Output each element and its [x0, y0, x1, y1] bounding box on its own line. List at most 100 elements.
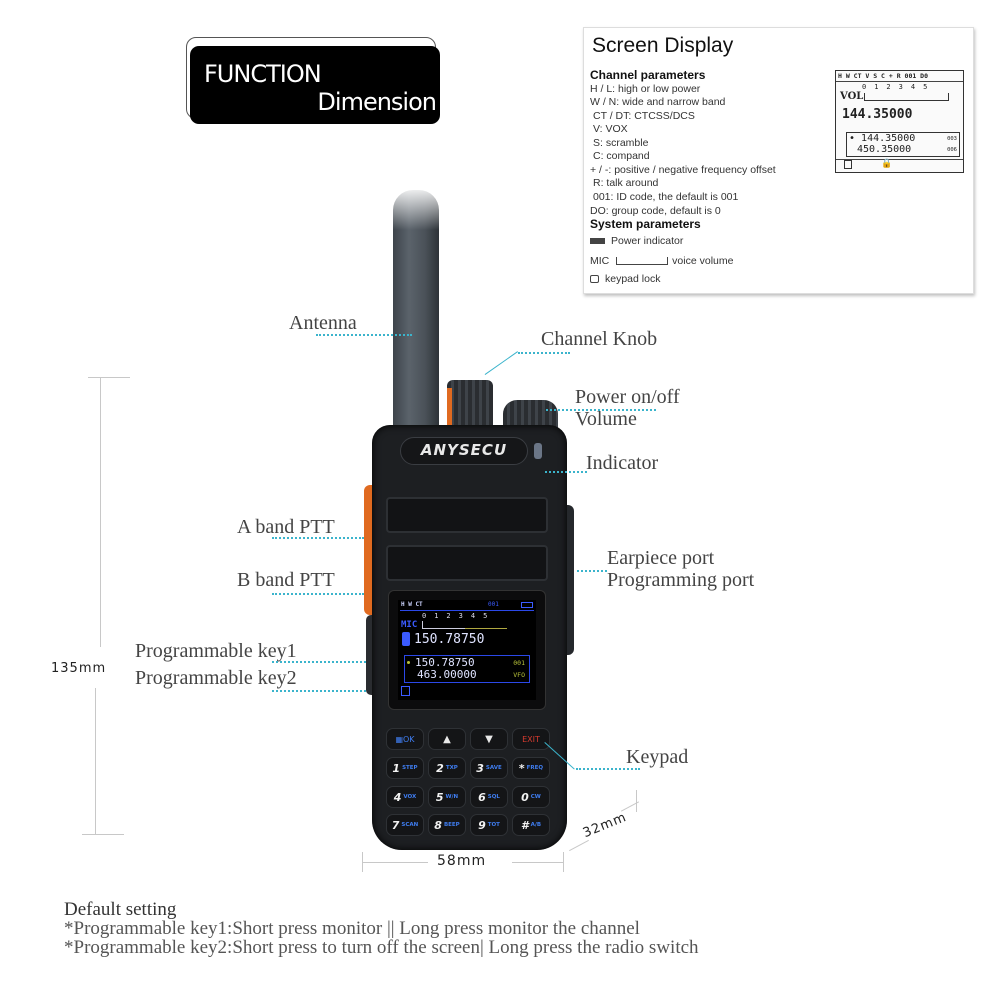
mic-scale-icon [616, 257, 669, 266]
programmable-side-keys [366, 615, 376, 695]
mic-level-bar [422, 621, 507, 629]
lcd-status-row: H W CT V S C + R 001 D0 [838, 72, 929, 80]
channel-param-item: V: VOX [593, 123, 628, 135]
mic-volume-row: MIC voice volume [590, 255, 734, 267]
radio-freq-b: 463.00000 [417, 668, 477, 681]
lock-icon [590, 275, 599, 284]
label-indicator: Indicator [586, 452, 659, 474]
radio-screen-divider [400, 610, 534, 611]
key-down: ▼ [470, 728, 508, 750]
dim-width-label: 58mm [437, 853, 487, 869]
lcd-channel-box: • 144.35000 450.35000 003 006 [846, 132, 960, 157]
lcd-vol-label: VOL [840, 91, 864, 102]
default-setting-key2: *Programmable key2:Short press to turn o… [64, 937, 699, 958]
dim-width-line-left [362, 862, 428, 863]
system-parameters-heading: System parameters [590, 217, 701, 231]
leader-prog-key1 [272, 661, 366, 663]
leader-b-band-ptt [272, 593, 364, 595]
radio-screen-scale: 012345 [422, 612, 496, 620]
channel-param-item: DO: group code, default is 0 [590, 205, 721, 217]
leader-channel-knob-diag [484, 351, 518, 375]
brand-logo: ANYSECU [420, 441, 508, 459]
leader-prog-key2 [272, 690, 366, 692]
label-b-band-ptt: B band PTT [237, 569, 335, 591]
lcd-bottom-divider [836, 159, 963, 160]
label-power-onoff: Power on/off [575, 386, 680, 408]
label-programming-port: Programming port [607, 569, 755, 591]
key-hash: #A/B [512, 814, 550, 836]
radio-antenna [393, 190, 439, 430]
lcd-card-icon [844, 160, 852, 169]
channel-param-item: H / L: high or low power [590, 83, 701, 95]
channel-param-item: C: compand [593, 150, 650, 162]
radio-freq-a: 150.78750 [415, 656, 475, 669]
default-setting-heading: Default setting [64, 899, 177, 920]
speaker-grille-top [386, 497, 548, 533]
channel-param-item: 001: ID code, the default is 001 [593, 191, 739, 203]
dim-width-tick-left [362, 852, 363, 872]
radio-screen-status: H W CT [401, 601, 423, 608]
default-setting-key1: *Programmable key1:Short press monitor |… [64, 918, 640, 939]
channel-param-item: + / -: positive / negative frequency off… [590, 164, 776, 176]
channel-knob-accent [447, 388, 452, 436]
leader-indicator [545, 471, 587, 473]
leader-antenna [316, 334, 412, 336]
label-programmable-key2: Programmable key2 [135, 667, 297, 689]
dim-width-line-right [512, 862, 564, 863]
dim-height-line-bottom [95, 688, 96, 834]
logo-plate [400, 437, 528, 465]
radio-icon [402, 632, 410, 646]
radio-screen-id: 001 [488, 601, 499, 608]
radio-channel-b: VFO [513, 671, 525, 679]
lcd-scale: 012345 [862, 83, 936, 91]
label-earpiece-port: Earpiece port [607, 547, 715, 569]
lcd-divider [836, 81, 963, 82]
key-star: *FREQ [512, 757, 550, 779]
label-programmable-key1: Programmable key1 [135, 640, 297, 662]
label-channel-knob: Channel Knob [541, 328, 658, 350]
active-dot-icon [407, 661, 410, 664]
lcd-freq-a: • 144.35000 [849, 133, 916, 144]
dim-height-line-top [100, 377, 101, 647]
indicator-led [534, 443, 542, 459]
key-up: ▲ [428, 728, 466, 750]
dim-depth-label: 32mm [580, 809, 630, 842]
label-volume: Volume [575, 408, 637, 430]
channel-param-item: R: talk around [593, 177, 659, 189]
dim-height-label: 135mm [51, 661, 107, 676]
radio-screen-mic-label: MIC [401, 620, 418, 630]
lcd-volume-bar [864, 93, 949, 101]
leader-power-volume [546, 409, 656, 411]
card-icon [401, 686, 410, 696]
label-antenna: Antenna [289, 312, 357, 334]
antenna-fade [388, 180, 444, 230]
title-line2: Dimension [317, 88, 437, 116]
lcd-freq-b: 450.35000 [857, 144, 912, 155]
lcd-channel-a: 003 [947, 136, 957, 142]
speaker-grille-bottom [386, 545, 548, 581]
channel-param-item: S: scramble [593, 137, 649, 149]
dim-depth-line-left [569, 839, 589, 852]
dim-depth-tick [636, 790, 637, 812]
leader-a-band-ptt [272, 537, 364, 539]
radio-main-frequency: 150.78750 [414, 632, 485, 647]
key-ok: ▦OK [386, 728, 424, 750]
channel-parameters-heading: Channel parameters [590, 68, 706, 82]
label-keypad: Keypad [626, 746, 689, 768]
leader-earpiece [577, 570, 607, 572]
lcd-diagram: H W CT V S C + R 001 D0 012345 VOL 144.3… [835, 70, 964, 173]
radio-screen: H W CT 001 012345 MIC 150.78750 150.7875… [398, 600, 536, 700]
dim-height-bottom-tick [82, 834, 124, 835]
leader-keypad [576, 768, 640, 770]
power-indicator-row: Power indicator [590, 235, 683, 247]
channel-param-item: W / N: wide and narrow band [590, 96, 726, 108]
